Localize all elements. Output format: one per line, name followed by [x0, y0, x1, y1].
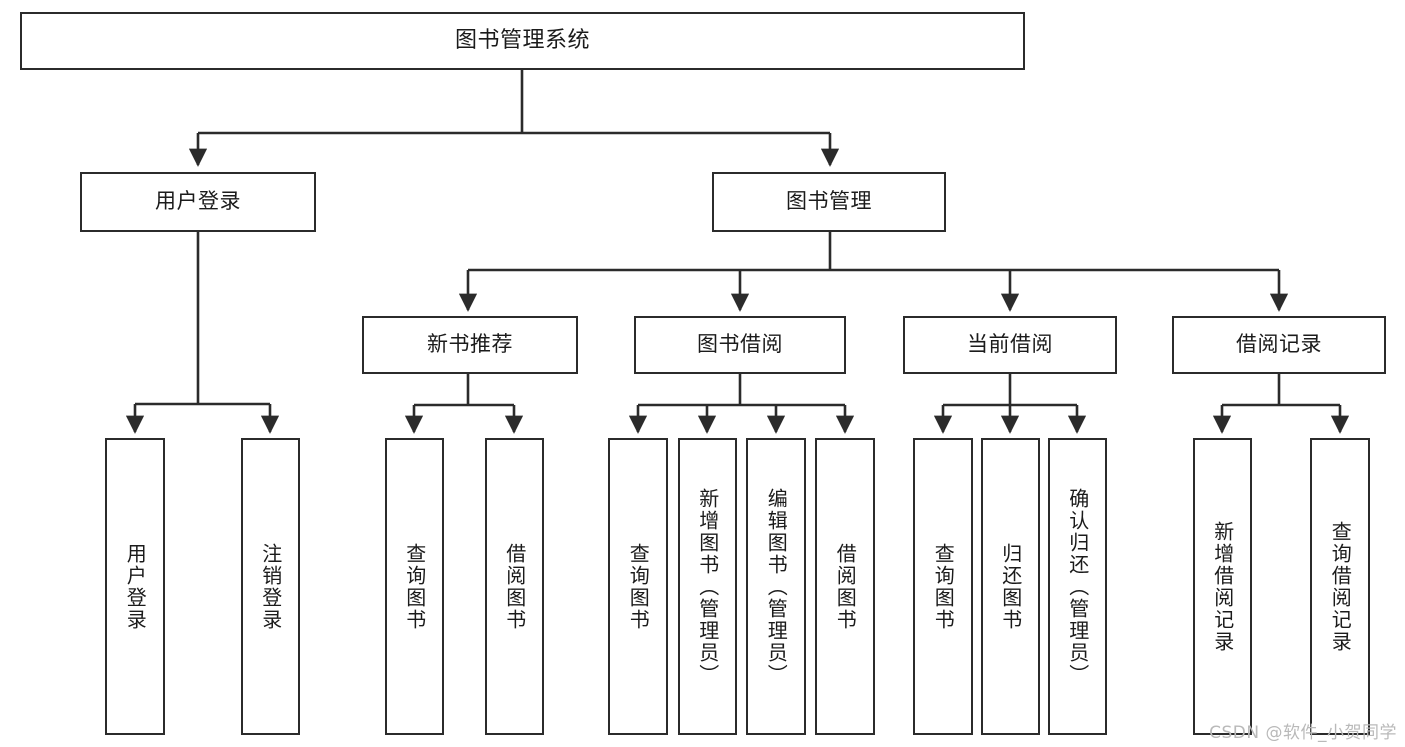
node-label: 图书管理: [786, 189, 872, 214]
node-label: 编辑图书（管理员）: [764, 487, 789, 686]
node-label: 查询图书: [626, 542, 651, 631]
node-label: 当前借阅: [967, 332, 1053, 357]
node-label: 查询借阅记录: [1328, 520, 1353, 653]
node-label: 注销登录: [258, 542, 283, 631]
leaf-current-return-book[interactable]: 归还图书: [981, 438, 1040, 735]
leaf-borrow-query-book[interactable]: 查询图书: [608, 438, 668, 735]
leaf-recommend-borrow-book[interactable]: 借阅图书: [485, 438, 544, 735]
node-borrow-record[interactable]: 借阅记录: [1172, 316, 1386, 374]
node-book-management[interactable]: 图书管理: [712, 172, 946, 232]
leaf-borrow-borrow-book[interactable]: 借阅图书: [815, 438, 875, 735]
leaf-logout[interactable]: 注销登录: [241, 438, 300, 735]
node-label: 用户登录: [155, 189, 241, 214]
node-label: 用户登录: [123, 542, 148, 631]
node-label: 图书借阅: [697, 332, 783, 357]
leaf-user-login[interactable]: 用户登录: [105, 438, 165, 735]
node-label: 借阅图书: [833, 542, 858, 631]
node-current-borrow[interactable]: 当前借阅: [903, 316, 1117, 374]
leaf-current-query-book[interactable]: 查询图书: [913, 438, 973, 735]
node-label: 确认归还（管理员）: [1065, 487, 1090, 686]
node-label: 归还图书: [998, 542, 1023, 631]
leaf-record-query-record[interactable]: 查询借阅记录: [1310, 438, 1370, 735]
node-label: 图书管理系统: [454, 27, 590, 53]
node-user-login[interactable]: 用户登录: [80, 172, 316, 232]
leaf-borrow-edit-book-admin[interactable]: 编辑图书（管理员）: [746, 438, 806, 735]
node-label: 新书推荐: [427, 332, 513, 357]
node-label: 新增图书（管理员）: [695, 487, 720, 686]
csdn-watermark: CSDN @软件_小贺同学: [1209, 723, 1397, 743]
node-label: 借阅图书: [502, 542, 527, 631]
leaf-borrow-add-book-admin[interactable]: 新增图书（管理员）: [678, 438, 737, 735]
leaf-record-add-record[interactable]: 新增借阅记录: [1193, 438, 1252, 735]
leaf-current-confirm-return-admin[interactable]: 确认归还（管理员）: [1048, 438, 1107, 735]
node-book-borrow[interactable]: 图书借阅: [634, 316, 846, 374]
leaf-recommend-query-book[interactable]: 查询图书: [385, 438, 444, 735]
node-label: 查询图书: [402, 542, 427, 631]
node-root-system[interactable]: 图书管理系统: [20, 12, 1025, 70]
node-label: 查询图书: [931, 542, 956, 631]
node-new-book-recommend[interactable]: 新书推荐: [362, 316, 578, 374]
node-label: 新增借阅记录: [1210, 520, 1235, 653]
node-label: 借阅记录: [1236, 332, 1322, 357]
